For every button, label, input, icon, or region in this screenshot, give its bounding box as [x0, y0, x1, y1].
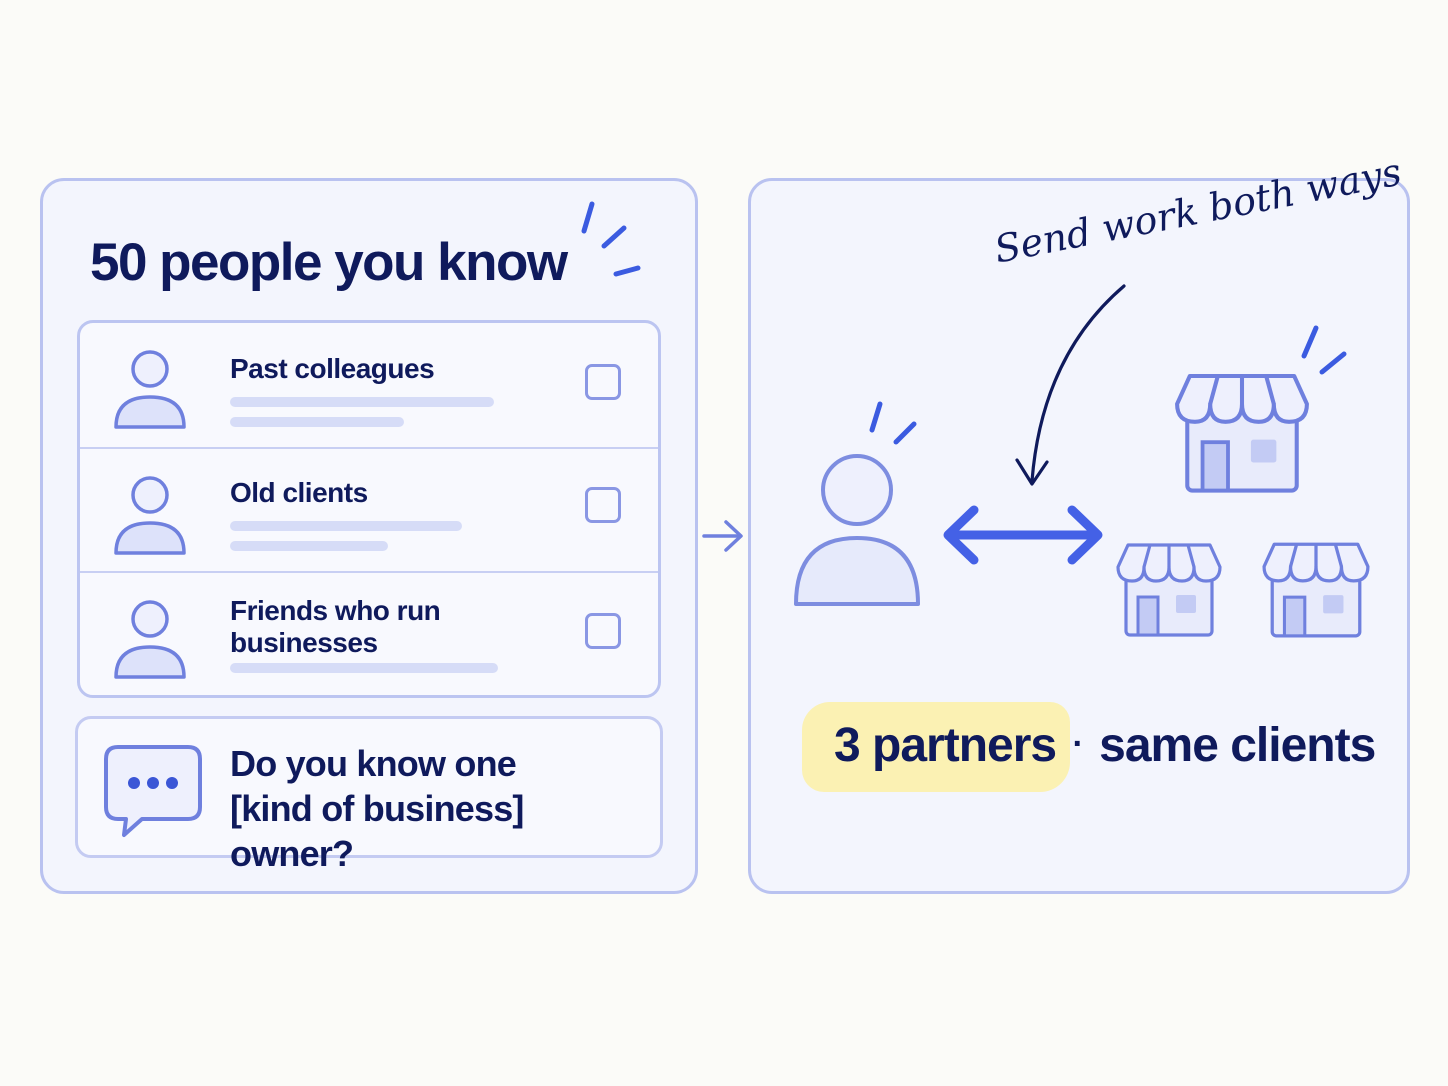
placeholder-line — [230, 417, 404, 427]
prompt-line: Do you know one — [230, 743, 517, 784]
double-arrow-icon — [943, 505, 1103, 565]
prompt-line: [kind of business] owner? — [230, 788, 524, 874]
checkbox[interactable] — [585, 487, 621, 523]
sparkle-icon — [1301, 325, 1347, 375]
list-item-label: Old clients — [230, 477, 368, 508]
storefront-icon — [1116, 543, 1222, 637]
person-icon — [114, 600, 186, 679]
list-item[interactable]: Friends who run businesses — [80, 571, 658, 695]
list-item[interactable]: Old clients — [80, 447, 658, 571]
storefront-icon — [1175, 373, 1309, 493]
checkbox[interactable] — [585, 364, 621, 400]
panel-title: 50 people you know — [90, 233, 568, 292]
summary-separator: · — [1072, 725, 1083, 763]
curved-arrow-icon — [1015, 284, 1126, 486]
sparkle-icon — [581, 201, 641, 277]
person-icon — [114, 350, 186, 429]
placeholder-line — [230, 397, 494, 407]
checkbox[interactable] — [585, 613, 621, 649]
sparkle-icon — [869, 401, 917, 445]
highlight-marker — [802, 702, 1070, 792]
list-item-label: Friends who run businesses — [230, 595, 441, 658]
person-icon — [114, 476, 186, 555]
question-prompt: Do you know one [kind of business] owner… — [75, 716, 663, 874]
list-item[interactable]: Past colleagues — [80, 323, 658, 445]
summary-highlight: 3 partners — [834, 719, 1057, 772]
placeholder-line — [230, 521, 462, 531]
arrow-right-icon — [702, 520, 743, 552]
summary-caption: 3 partners · same clients — [834, 718, 1376, 773]
summary-rest: same clients — [1099, 719, 1376, 772]
list-item-label: Past colleagues — [230, 353, 435, 384]
person-icon — [794, 454, 920, 606]
chat-bubble-icon — [104, 745, 202, 837]
storefront-icon — [1262, 542, 1370, 638]
placeholder-line — [230, 663, 498, 673]
contact-list: Past colleagues Old clients Friends who … — [77, 320, 661, 698]
placeholder-line — [230, 541, 388, 551]
